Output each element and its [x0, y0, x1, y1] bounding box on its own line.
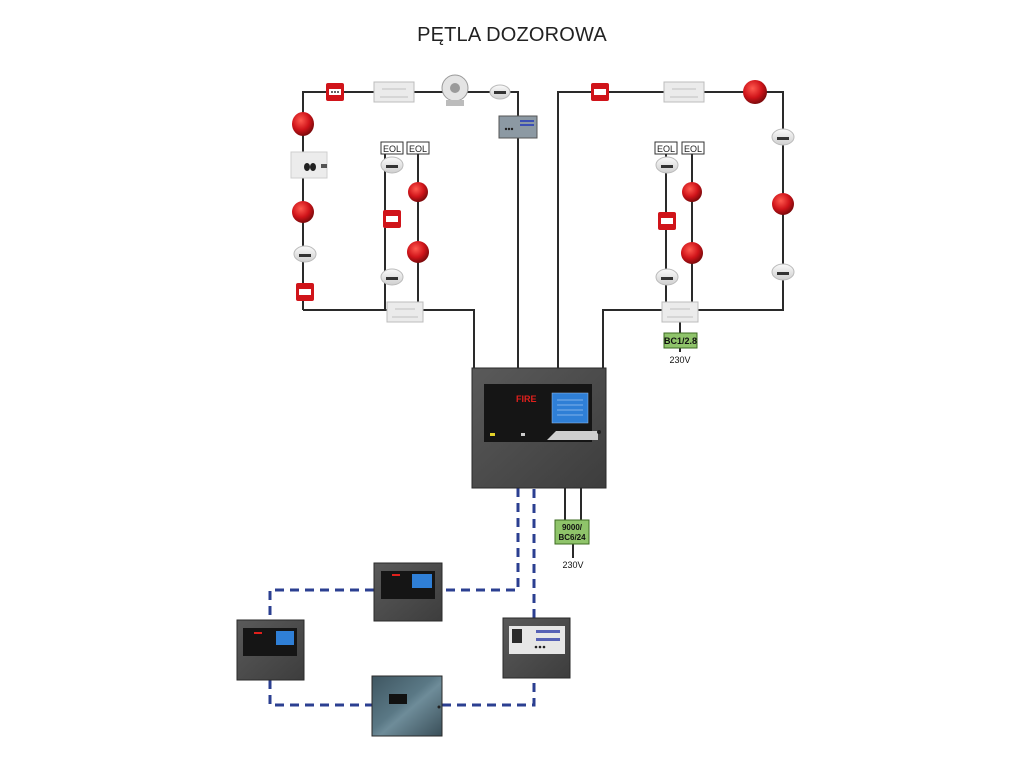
loop-interface-module [386, 301, 424, 323]
voltage-label: 230V [669, 355, 690, 365]
sounder-beacon [292, 201, 314, 223]
smoke-detector [771, 263, 795, 281]
eol-resistor: EOL [380, 141, 404, 155]
power-supply-label-line1: 9000/ [562, 523, 583, 532]
smoke-detector [293, 245, 317, 263]
beacon [743, 80, 767, 104]
eol-label: EOL [684, 144, 702, 154]
eol-resistor: EOL [681, 141, 705, 155]
sounder-beacon [681, 242, 703, 264]
eol-resistor: EOL [406, 141, 430, 155]
sounder-beacon [772, 193, 794, 215]
diagram-title: PĘTLA DOZOROWA [417, 24, 607, 46]
loop-wiring-left [302, 91, 519, 370]
smoke-detector [655, 156, 679, 174]
loop-interface-module [373, 81, 415, 103]
power-supply-label-line2: BC6/24 [558, 533, 586, 542]
network-repeater-panel [502, 617, 571, 679]
main-fire-control-panel: FIRE [471, 367, 607, 489]
beacon [408, 182, 428, 202]
network-glass-panel [371, 675, 443, 737]
input-output-module [290, 151, 328, 179]
power-supply-left: 9000/ BC6/24 230V [554, 519, 590, 570]
smoke-detector [380, 156, 404, 174]
sounder [441, 74, 469, 106]
loop-wiring-right [557, 91, 784, 370]
eol-label: EOL [383, 144, 401, 154]
sounder-beacon [407, 241, 429, 263]
eol-label: EOL [657, 144, 675, 154]
network-panel-top [373, 562, 443, 622]
beacon [682, 182, 702, 202]
panel-display-text: FIRE [516, 394, 537, 404]
manual-call-point [326, 83, 344, 101]
eol-label: EOL [409, 144, 427, 154]
manual-call-point [591, 83, 609, 101]
eol-resistor: EOL [654, 141, 678, 155]
manual-call-point [296, 283, 314, 301]
smoke-detector [771, 128, 795, 146]
voltage-label: 230V [562, 560, 583, 570]
power-wiring [564, 486, 582, 558]
beacon [292, 112, 314, 136]
network-panel-left [236, 619, 305, 681]
manual-call-point [658, 212, 676, 230]
loop-interface-module [661, 301, 699, 323]
network-bus [268, 488, 536, 707]
power-supply-right: BC1/2.8 230V [663, 332, 698, 365]
smoke-detector [655, 268, 679, 286]
smoke-detector [489, 84, 511, 100]
smoke-detector [380, 268, 404, 286]
loop-interface-module [663, 81, 705, 103]
manual-call-point [383, 210, 401, 228]
repeater-panel [498, 115, 538, 139]
power-supply-label: BC1/2.8 [664, 336, 697, 346]
